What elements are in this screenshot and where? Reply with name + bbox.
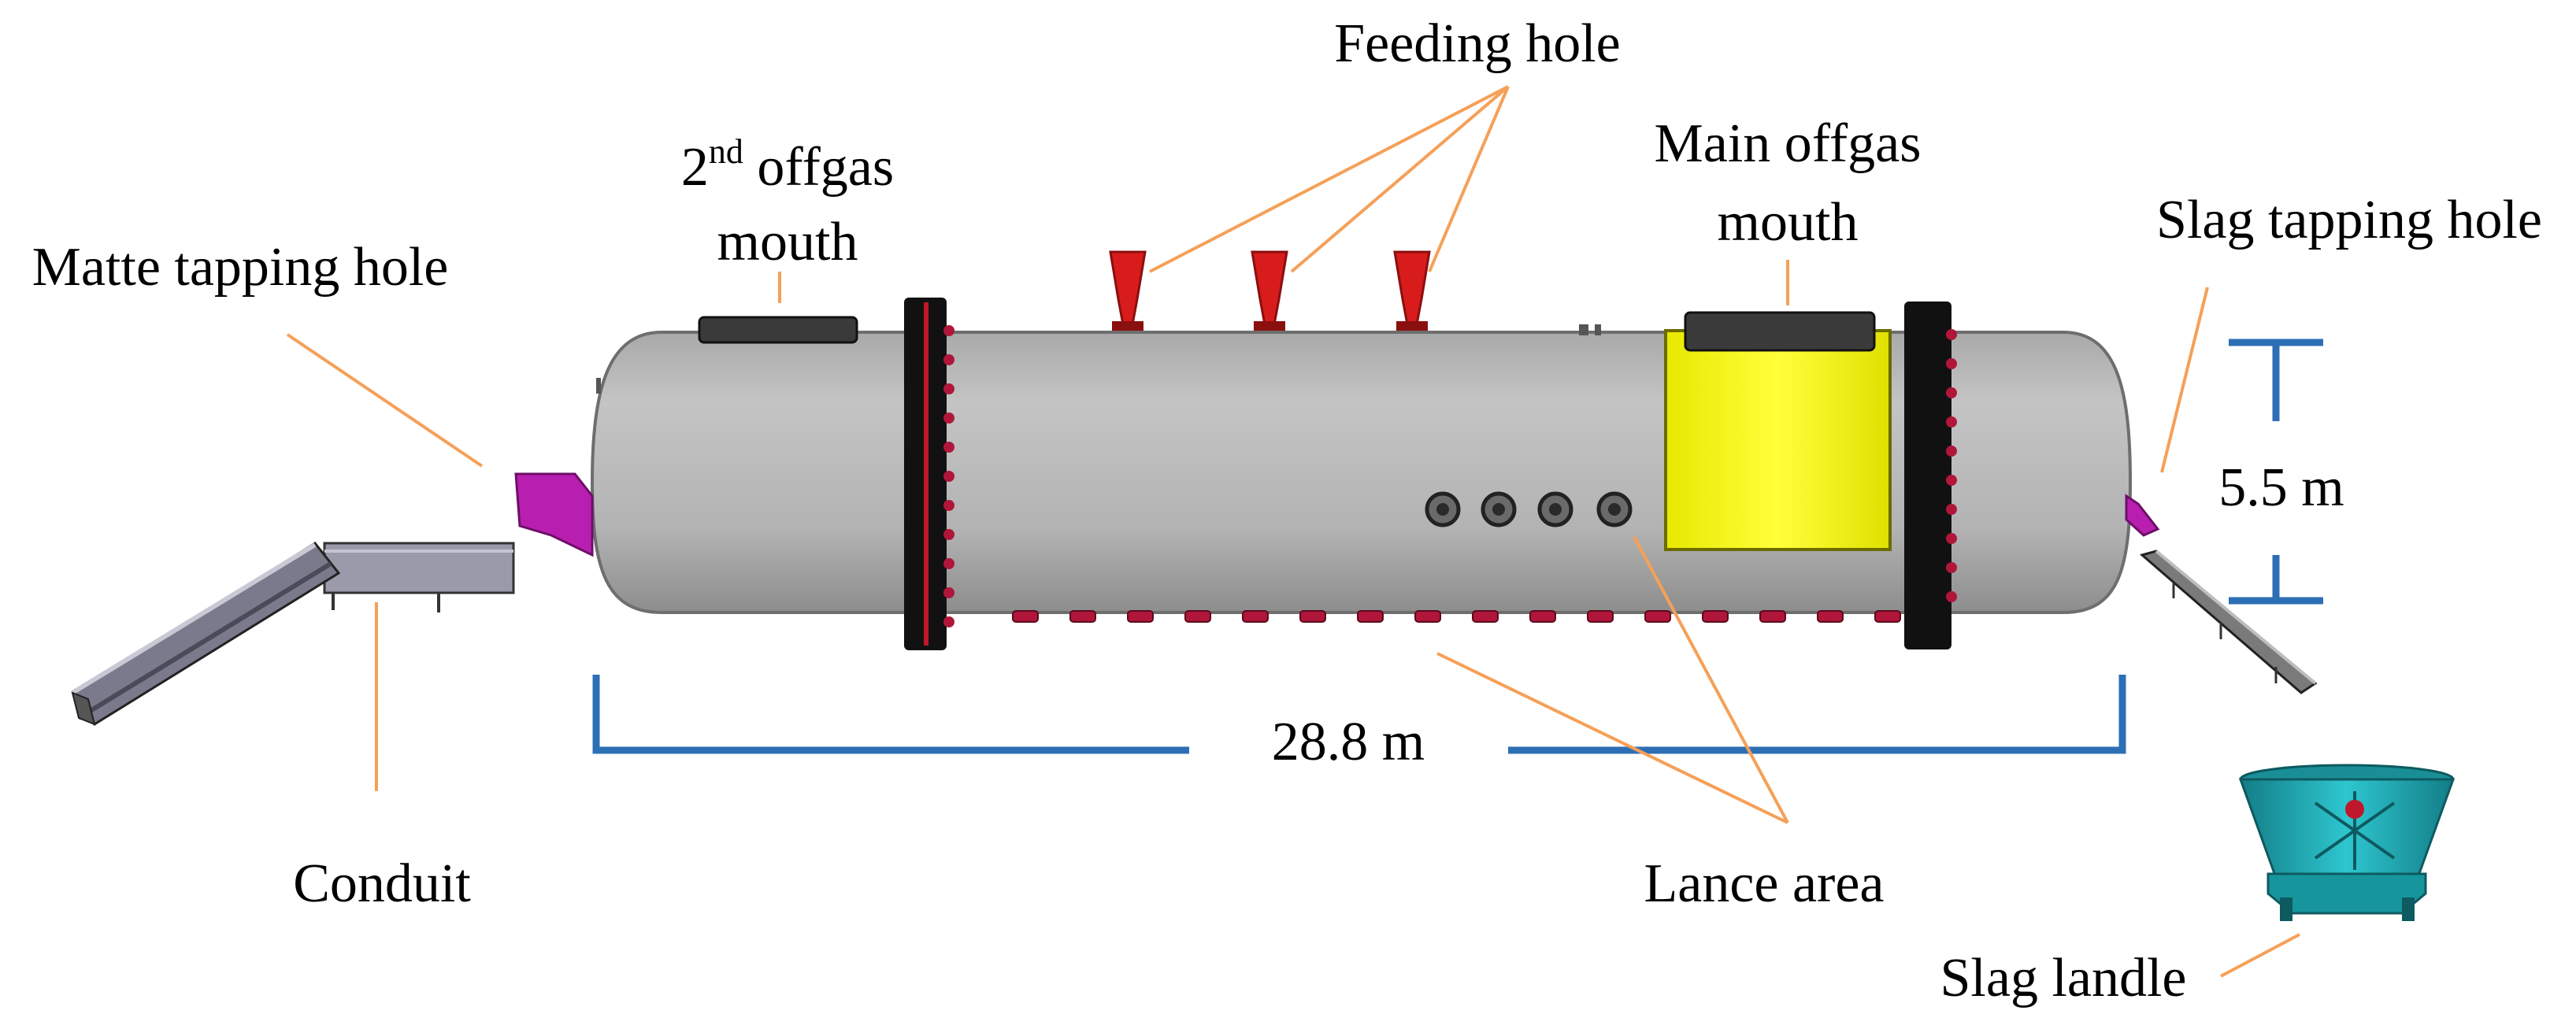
flange-bolt xyxy=(1946,533,1957,544)
flange-bolt xyxy=(1946,329,1957,340)
top-fitting xyxy=(1579,324,1588,335)
matte-tapping-hole-label: Matte tapping hole xyxy=(32,237,449,298)
flange-bolt xyxy=(1946,416,1957,427)
conduit-label: Conduit xyxy=(293,853,471,914)
bottom-tuyere xyxy=(1184,610,1211,623)
flange-bolt xyxy=(943,616,954,627)
lance-ports xyxy=(1425,491,1633,527)
slag-ladle xyxy=(2238,764,2456,921)
main-offgas-label-line1: Main offgas xyxy=(1655,113,1922,174)
flange-bolt xyxy=(1946,358,1957,369)
feeding-nozzle xyxy=(1109,250,1147,331)
leader-lines xyxy=(286,85,2300,978)
bottom-tuyere xyxy=(1644,610,1671,623)
flange-bolt xyxy=(943,471,954,482)
feeding-nozzle xyxy=(1251,250,1288,331)
length-dimension-line xyxy=(592,675,2126,754)
flange-bolt xyxy=(1946,591,1957,602)
feeding-hole-label: Feeding hole xyxy=(1334,13,1621,74)
matte-tapping-spout xyxy=(514,472,594,557)
flange-bolt xyxy=(943,587,954,598)
bottom-tuyere xyxy=(1127,610,1154,623)
flange-bolt xyxy=(1946,504,1957,515)
feeding-nozzle xyxy=(1393,250,1431,331)
bottom-tuyere xyxy=(1587,610,1614,623)
flange-bolt xyxy=(943,354,954,365)
slag-tapping-hole-label: Slag tapping hole xyxy=(2156,190,2542,250)
height-dimension-line xyxy=(2229,339,2323,605)
slag-tapping-spout xyxy=(2125,494,2160,537)
flange-bolt xyxy=(943,442,954,453)
flange-bolt xyxy=(943,325,954,336)
top-fitting xyxy=(1595,324,1601,335)
bottom-tuyere xyxy=(1759,610,1786,623)
bottom-tuyere xyxy=(1817,610,1844,623)
slag-ladle-label: Slag landle xyxy=(1940,948,2187,1008)
bottom-tuyere xyxy=(1357,610,1384,623)
flange-bolt xyxy=(1946,446,1957,457)
flange-bolt xyxy=(943,500,954,511)
flange-bolt xyxy=(943,413,954,424)
bottom-tuyere xyxy=(1414,610,1441,623)
height-dimension-label: 5.5 m xyxy=(2218,457,2344,518)
flange-bolt xyxy=(1946,562,1957,573)
bottom-tuyere xyxy=(1299,610,1326,623)
left-flange xyxy=(904,298,954,650)
main-offgas-label-line2: mouth xyxy=(1718,192,1859,253)
slag-chute xyxy=(2139,550,2318,694)
bottom-tuyeres xyxy=(1012,610,1901,623)
right-flange xyxy=(1904,302,1957,649)
flange-bolt xyxy=(943,558,954,569)
bottom-tuyere xyxy=(1012,610,1039,623)
main-offgas-housing xyxy=(1664,329,1892,551)
bottom-tuyere xyxy=(1069,610,1096,623)
flange-bolt xyxy=(943,529,954,540)
bottom-tuyere xyxy=(1702,610,1729,623)
main-offgas-mouth xyxy=(1684,311,1876,352)
second-offgas-mouth xyxy=(698,316,858,344)
bottom-tuyere xyxy=(1472,610,1499,623)
length-dimension-label: 28.8 m xyxy=(1272,712,1425,772)
bottom-tuyere xyxy=(1529,610,1556,623)
flange-bolt xyxy=(1946,387,1957,398)
flange-bolt xyxy=(1946,475,1957,486)
flange-bolt xyxy=(943,383,954,394)
bottom-tuyere xyxy=(1242,610,1269,623)
second-offgas-label-line1: 2nd offgas xyxy=(681,132,894,198)
furnace-body xyxy=(590,331,2133,614)
bottom-tuyere xyxy=(1874,610,1901,623)
conduit xyxy=(71,542,515,727)
lance-area-label: Lance area xyxy=(1644,853,1885,914)
second-offgas-label-line2: mouth xyxy=(717,212,858,272)
